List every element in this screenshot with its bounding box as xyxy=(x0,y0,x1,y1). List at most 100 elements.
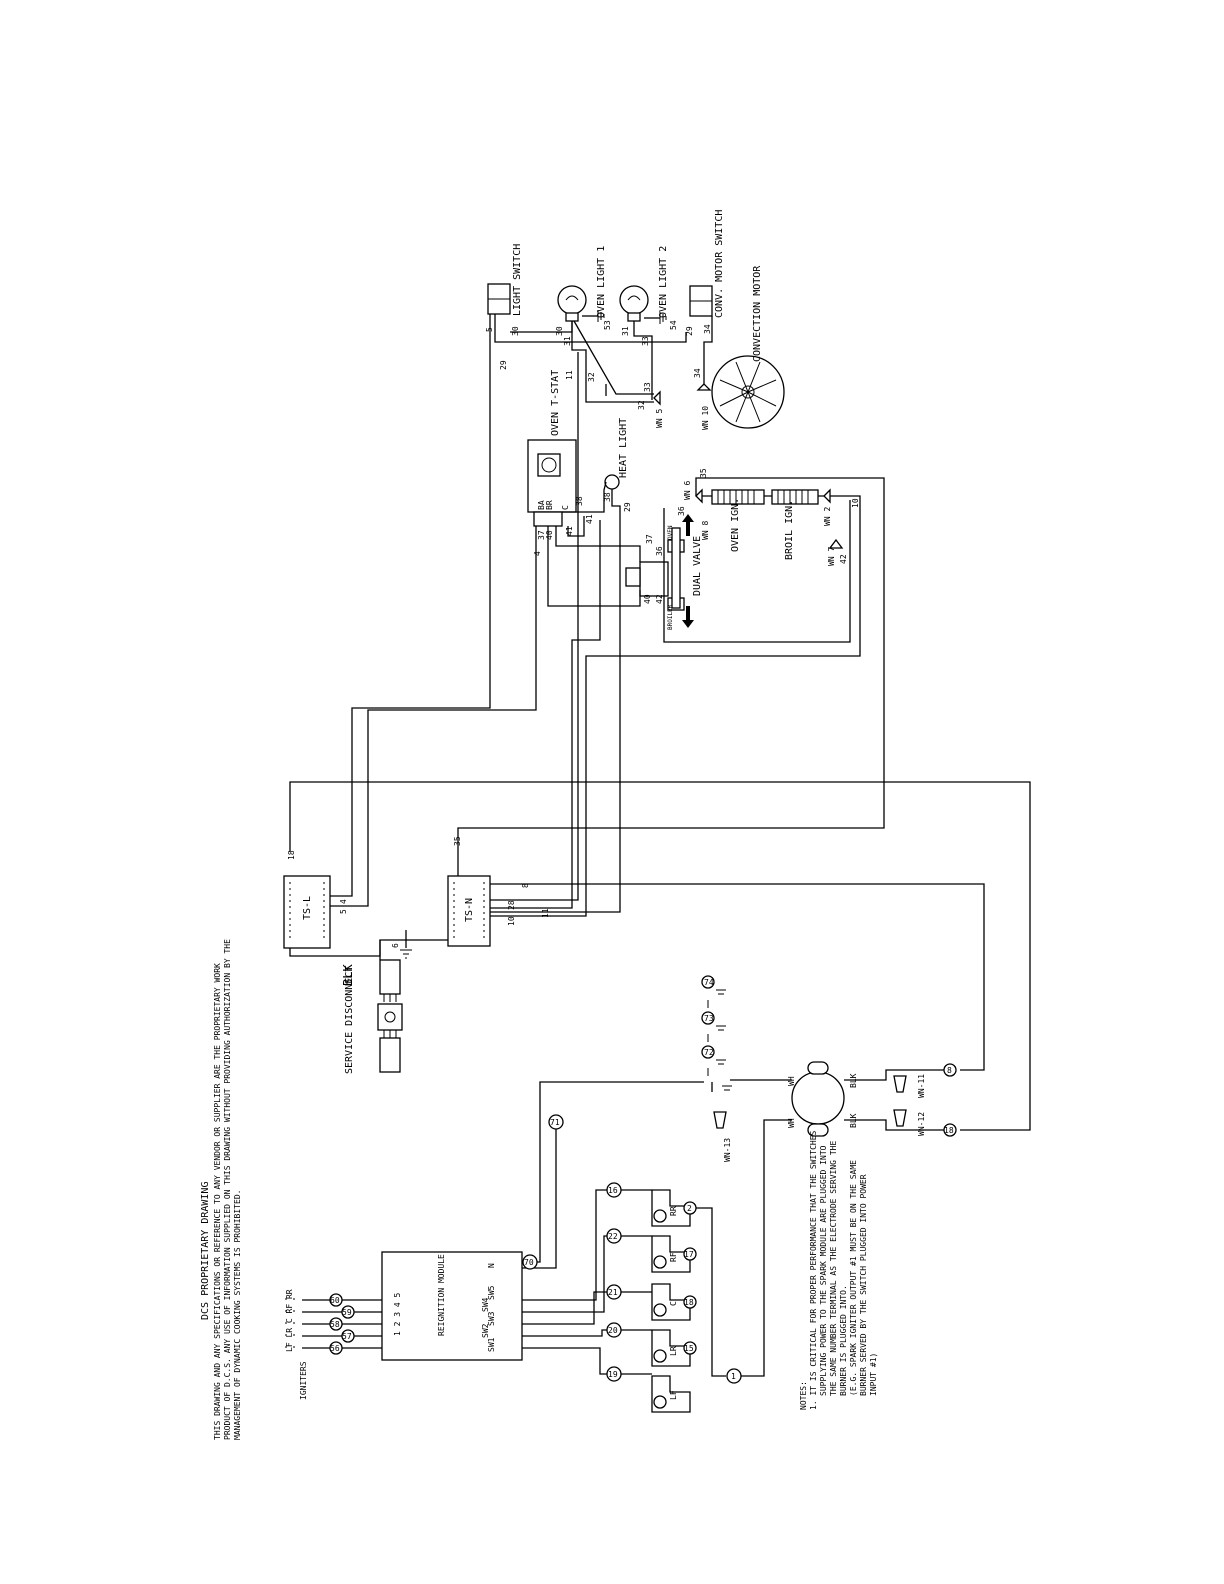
svg-text:WN-13: WN-13 xyxy=(723,1138,732,1162)
ts-l-label: TS-L xyxy=(302,896,313,920)
svg-text:BA: BA xyxy=(537,500,546,510)
dual-valve-label: DUAL VALVE xyxy=(692,536,703,596)
terminal-strip-l: TS-L xyxy=(283,875,331,949)
svg-text:53: 53 xyxy=(603,320,612,330)
svg-text:38: 38 xyxy=(575,496,584,506)
svg-text:54: 54 xyxy=(669,320,678,330)
heat-light-label: HEAT LIGHT xyxy=(618,418,629,478)
svg-text:8: 8 xyxy=(521,883,530,888)
proprietary-header: DCS PROPRIETARY DRAWING THIS DRAWING AND… xyxy=(200,939,242,1440)
svg-text:OVEN: OVEN xyxy=(667,525,674,540)
notes-heading: NOTES: xyxy=(799,1381,808,1410)
terminal-strip-n: TS-N xyxy=(447,875,491,947)
svg-text:19: 19 xyxy=(608,1370,618,1379)
circle-71: 71 xyxy=(548,1114,564,1130)
header-line-2: PRODUCT OF D.C.S. ANY USE OF INFORMATION… xyxy=(223,939,232,1440)
oven-light-1: OVEN LIGHT 1 xyxy=(557,246,607,322)
svg-text:2: 2 xyxy=(687,1204,692,1213)
oven-light-1-label: OVEN LIGHT 1 xyxy=(596,246,607,318)
oven-tstat: OVEN T-STAT BA BR C xyxy=(527,370,577,527)
svg-text:C: C xyxy=(669,1301,678,1306)
svg-text:34: 34 xyxy=(703,324,712,334)
svg-text:32: 32 xyxy=(637,400,646,410)
svg-text:32: 32 xyxy=(587,372,596,382)
circle-56: 56 xyxy=(329,1341,343,1355)
svg-text:INPUT #1): INPUT #1) xyxy=(869,1353,878,1396)
blk-label: BLK xyxy=(341,964,355,986)
reignition-module: REIGNITION MODULE 1 2 3 4 5 SW1 SW2 SW3 … xyxy=(381,1251,523,1361)
svg-text:10: 10 xyxy=(851,498,860,508)
svg-text:71: 71 xyxy=(550,1118,560,1127)
svg-text:1: 1 xyxy=(731,1372,736,1381)
svg-text:34: 34 xyxy=(693,368,702,378)
svg-text:RF: RF xyxy=(669,1252,678,1262)
reignition-module-label: REIGNITION MODULE xyxy=(437,1254,446,1336)
convection-motor-label: CONVECTION MOTOR xyxy=(752,265,763,362)
broil-ign-label: BROIL IGN. xyxy=(784,500,795,560)
oven-light-2-label: OVEN LIGHT 2 xyxy=(658,246,669,318)
svg-text:BR: BR xyxy=(545,500,554,510)
broil-igniter: BROIL IGN. xyxy=(771,489,819,560)
svg-text:RR: RR xyxy=(669,1206,678,1216)
svg-text:1 2 3 4 5: 1 2 3 4 5 xyxy=(393,1292,402,1336)
svg-text:LR: LR xyxy=(669,1346,678,1356)
svg-text:22: 22 xyxy=(608,1232,618,1241)
svg-text:THE SAME NUMBER TERMINAL AS TH: THE SAME NUMBER TERMINAL AS THE ELECTROD… xyxy=(829,1141,838,1396)
svg-text:BLK: BLK xyxy=(849,1113,858,1128)
svg-text:30: 30 xyxy=(511,326,520,336)
svg-text:LF LR C RF RR: LF LR C RF RR xyxy=(285,1289,294,1352)
svg-text:BURNER SERVED BY THE SWITCH PL: BURNER SERVED BY THE SWITCH PLUGGED INTO… xyxy=(859,1174,868,1396)
svg-text:BLK: BLK xyxy=(849,1073,858,1088)
circle-58: 58 xyxy=(329,1317,343,1331)
svg-text:BROILER: BROILER xyxy=(667,604,674,630)
svg-text:72: 72 xyxy=(704,1048,714,1057)
burner-switch-rr: RR 2 16 xyxy=(606,1182,697,1227)
svg-text:WH: WH xyxy=(787,1076,796,1086)
svg-text:42: 42 xyxy=(839,554,848,564)
svg-text:59: 59 xyxy=(342,1308,352,1317)
svg-text:36: 36 xyxy=(655,546,664,556)
conv-motor-switch: CONV. MOTOR SWITCH xyxy=(689,210,725,318)
circle-59: 59 xyxy=(341,1305,355,1319)
ts-n-label: TS-N xyxy=(464,898,475,922)
svg-text:35: 35 xyxy=(453,836,462,846)
wn6-label: WN 6 xyxy=(683,481,692,500)
svg-text:21: 21 xyxy=(608,1288,618,1297)
svg-text:1. IT IS CRITICAL FOR PROPER P: 1. IT IS CRITICAL FOR PROPER PERFORMANCE… xyxy=(809,1130,818,1410)
svg-text:37: 37 xyxy=(537,530,546,540)
svg-text:33: 33 xyxy=(641,336,650,346)
svg-text:4: 4 xyxy=(533,551,542,556)
light-switch: LIGHT SWITCH xyxy=(487,244,523,316)
svg-text:29: 29 xyxy=(685,326,694,336)
svg-text:73: 73 xyxy=(704,1014,714,1023)
svg-text:C: C xyxy=(561,505,570,510)
svg-text:18: 18 xyxy=(684,1298,694,1307)
oven-tstat-label: OVEN T-STAT xyxy=(550,370,561,436)
svg-text:40: 40 xyxy=(643,594,652,604)
oven-light-2: OVEN LIGHT 2 xyxy=(619,246,669,322)
wn8-label: WN 8 xyxy=(701,521,710,540)
header-title: DCS PROPRIETARY DRAWING xyxy=(200,1182,211,1320)
svg-text:41: 41 xyxy=(585,514,594,524)
svg-text:11: 11 xyxy=(541,908,550,918)
svg-text:35: 35 xyxy=(699,468,708,478)
svg-text:56: 56 xyxy=(330,1344,340,1353)
svg-text:SW5: SW5 xyxy=(487,1285,496,1300)
svg-text:8: 8 xyxy=(947,1066,952,1075)
igniter-terminals: LF LR C RF RR IGNITERS xyxy=(285,1289,308,1400)
circle-18: 18 xyxy=(943,1123,957,1137)
svg-text:SUPPLYING POWER TO THE SPARK M: SUPPLYING POWER TO THE SPARK MODULE ARE … xyxy=(819,1145,828,1396)
burner-switch-lf: LF 19 xyxy=(606,1366,691,1413)
notes: NOTES: 1. IT IS CRITICAL FOR PROPER PERF… xyxy=(799,1130,878,1410)
svg-text:18: 18 xyxy=(944,1126,954,1135)
dual-valve: DUAL VALVE OVEN BROILER xyxy=(625,514,703,630)
svg-text:N: N xyxy=(487,1263,496,1268)
svg-text:29: 29 xyxy=(499,360,508,370)
burner-switch-rf: RF 17 22 xyxy=(606,1228,697,1273)
burner-switch-lr: LR 15 20 xyxy=(606,1322,697,1367)
svg-text:BURNER IS PLUGGED INTO.: BURNER IS PLUGGED INTO. xyxy=(839,1285,848,1396)
wn7-label: WN 7 xyxy=(827,547,836,566)
svg-text:60: 60 xyxy=(330,1296,340,1305)
wn5-label: WN 5 xyxy=(655,409,664,428)
circle-1: 1 xyxy=(726,1368,742,1384)
